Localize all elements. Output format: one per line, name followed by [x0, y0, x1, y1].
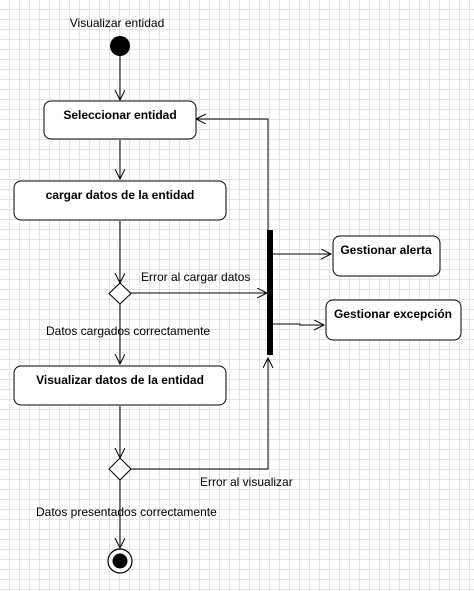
edge-bar-to-seleccionar [196, 119, 269, 230]
guard-error-visualizar: Error al visualizar [200, 475, 293, 489]
activity-alerta-label: Gestionar alerta [340, 243, 432, 257]
activity-cargar-label: cargar datos de la entidad [46, 188, 195, 202]
decision-node-carga[interactable] [108, 282, 132, 305]
final-node[interactable] [107, 548, 133, 574]
decision-node-visualizacion[interactable] [108, 457, 132, 481]
guard-presentados-ok: Datos presentados correctamente [36, 505, 217, 519]
activity-gestionar-excepcion[interactable]: Gestionar excepción [325, 299, 462, 341]
guard-cargados-ok: Datos cargados correctamente [46, 324, 210, 338]
activity-excepcion-label: Gestionar excepción [334, 307, 452, 321]
fork-bar[interactable] [267, 230, 273, 355]
activity-visualizar-label: Visualizar datos de la entidad [36, 373, 204, 387]
initial-node[interactable] [110, 36, 130, 56]
activity-gestionar-alerta[interactable]: Gestionar alerta [332, 235, 441, 277]
activity-visualizar-datos[interactable]: Visualizar datos de la entidad [13, 365, 227, 406]
activity-seleccionar-label: Seleccionar entidad [63, 108, 176, 122]
edge-decision2-to-bar [131, 358, 268, 470]
activity-seleccionar-entidad[interactable]: Seleccionar entidad [43, 100, 197, 140]
start-label: Visualizar entidad [70, 16, 165, 30]
edge-bar-to-excepcion [273, 324, 324, 325]
edges [120, 56, 331, 548]
guard-error-cargar: Error al cargar datos [141, 270, 250, 284]
activity-cargar-datos[interactable]: cargar datos de la entidad [13, 180, 227, 221]
